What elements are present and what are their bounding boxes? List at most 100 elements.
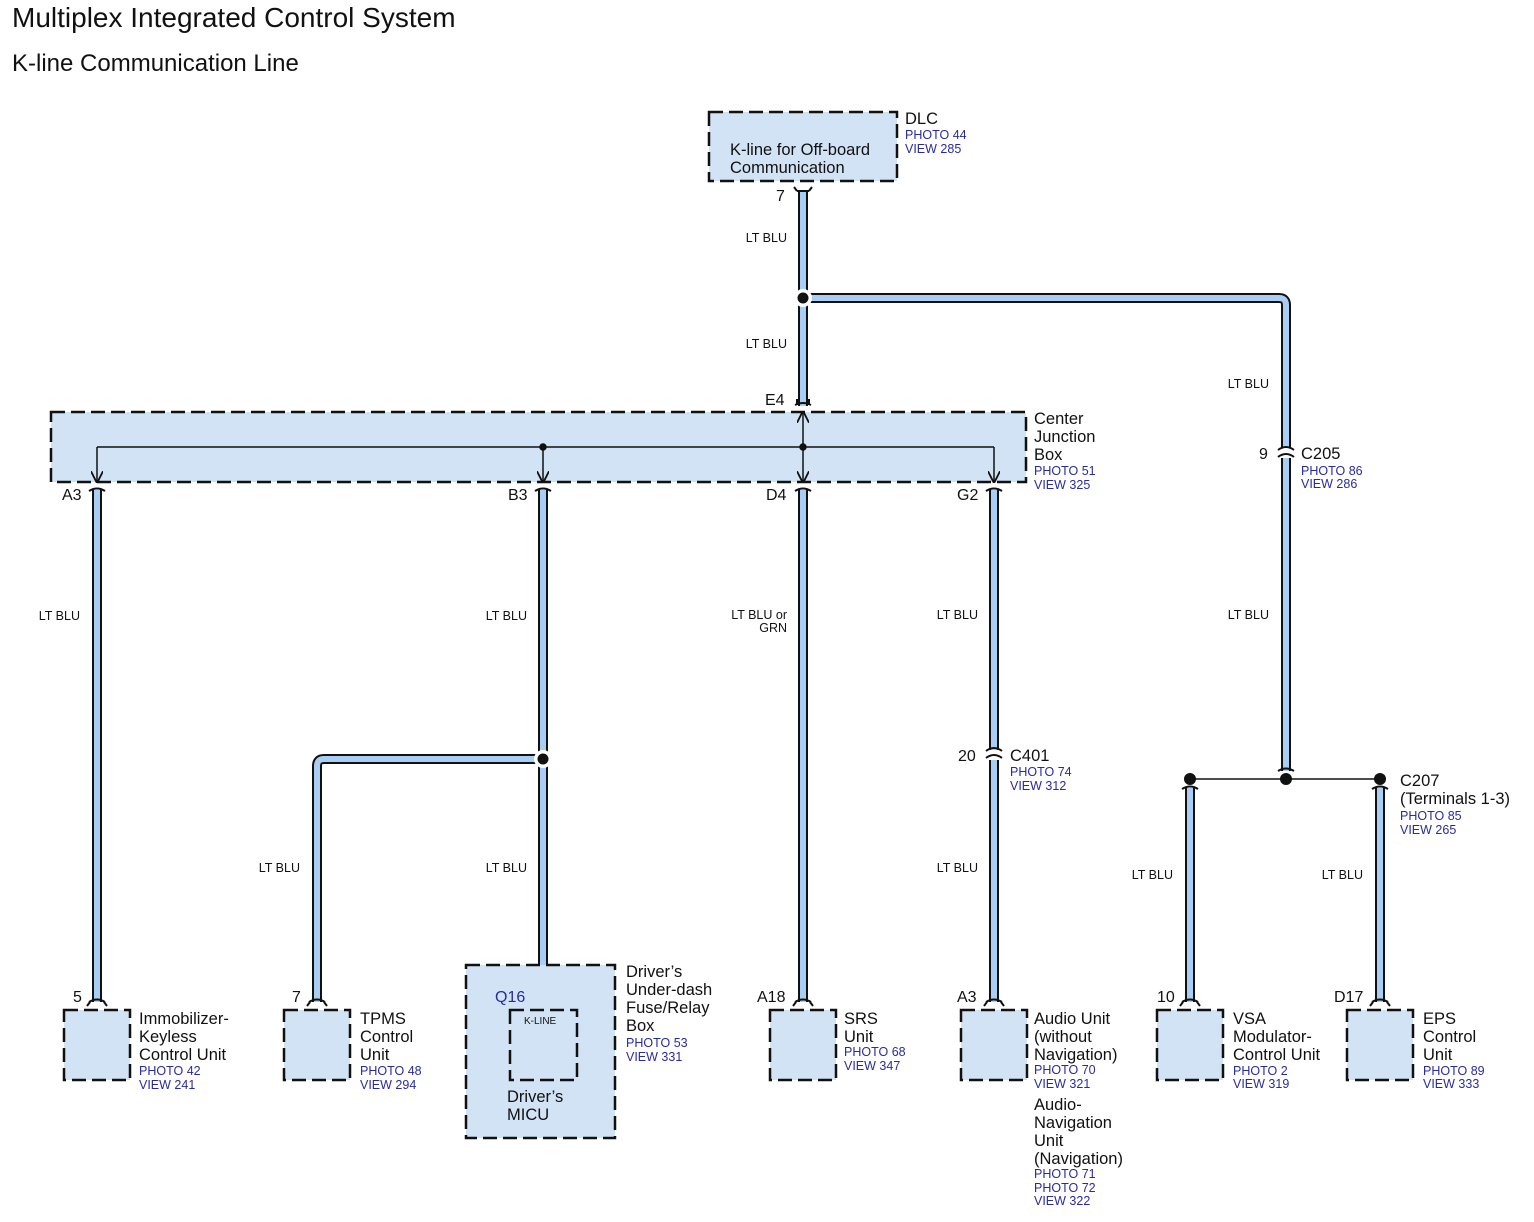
c205-photo-ref[interactable]: PHOTO 86	[1301, 464, 1363, 478]
pin-cap	[1277, 767, 1295, 772]
cjb-pin-a3: A3	[62, 487, 82, 504]
cjb-internal-bus	[97, 412, 994, 482]
audio-nav-name-1: Audio-	[1034, 1096, 1082, 1114]
dlc-box[interactable]	[707, 110, 899, 183]
immobilizer-view-ref[interactable]: VIEW 241	[139, 1078, 195, 1092]
c401-pin: 20	[958, 748, 976, 765]
audio-view-ref[interactable]: VIEW 321	[1034, 1077, 1090, 1091]
pin-cap	[983, 998, 1005, 1007]
wire-color-label: LT BLU	[259, 861, 300, 875]
splice-points	[534, 289, 1386, 785]
dlc-name: DLC	[905, 110, 938, 128]
wire-color-label: LT BLU	[746, 231, 787, 245]
vsa-pin: 10	[1157, 989, 1175, 1006]
audio-nav-name-4: (Navigation)	[1034, 1150, 1123, 1168]
eps-photo-ref[interactable]: PHOTO 89	[1423, 1064, 1485, 1078]
pin-cap	[88, 487, 106, 492]
c207-terminal-dot	[1280, 773, 1292, 785]
wire-color-label: GRN	[759, 621, 787, 635]
cjb-view-ref[interactable]: VIEW 325	[1034, 478, 1090, 492]
cjb-photo-ref[interactable]: PHOTO 51	[1034, 464, 1096, 478]
page-subtitle: K-line Communication Line	[12, 50, 299, 77]
wire-color-label: LT BLU	[486, 861, 527, 875]
wire-color-label: LT BLU or	[731, 608, 787, 622]
c401-name: C401	[1010, 747, 1049, 765]
tpms-name-2: Control	[360, 1028, 413, 1046]
pin-cap	[794, 487, 812, 492]
eps-box[interactable]	[1345, 1008, 1415, 1082]
audio-nav-view-ref[interactable]: VIEW 322	[1034, 1194, 1090, 1208]
component-boxes	[49, 110, 1415, 1140]
wire-color-label: LT BLU	[746, 337, 787, 351]
fuse-box-photo-ref[interactable]: PHOTO 53	[626, 1036, 688, 1050]
c207-view-ref[interactable]: VIEW 265	[1400, 823, 1456, 837]
srs-photo-ref[interactable]: PHOTO 68	[844, 1045, 906, 1059]
c401-view-ref[interactable]: VIEW 312	[1010, 779, 1066, 793]
vsa-photo-ref[interactable]: PHOTO 2	[1233, 1064, 1288, 1078]
srs-name-1: SRS	[844, 1010, 878, 1028]
dlc-photo-ref[interactable]: PHOTO 44	[905, 128, 967, 142]
dlc-pin: 7	[776, 188, 785, 205]
eps-view-ref[interactable]: VIEW 333	[1423, 1077, 1479, 1091]
pin-cap	[794, 399, 812, 406]
vsa-view-ref[interactable]: VIEW 319	[1233, 1077, 1289, 1091]
immobilizer-box[interactable]	[62, 1008, 132, 1082]
srs-view-ref[interactable]: VIEW 347	[844, 1059, 900, 1073]
immobilizer-name-2: Keyless	[139, 1028, 197, 1046]
pin-cap	[1181, 785, 1199, 790]
wire-color-label: LT BLU	[1132, 868, 1173, 882]
immobilizer-name-3: Control Unit	[139, 1046, 227, 1064]
audio-nav-photo-ref[interactable]: PHOTO 72	[1034, 1181, 1096, 1195]
eps-name-2: Control	[1423, 1028, 1476, 1046]
cjb-pin-b3: B3	[508, 487, 528, 504]
audio-photo-ref[interactable]: PHOTO 70	[1034, 1063, 1096, 1077]
dlc-inner-label-1: K-line for Off-board	[730, 141, 870, 159]
eps-name-3: Unit	[1423, 1046, 1453, 1064]
pin-cap	[1179, 998, 1201, 1007]
c205-view-ref[interactable]: VIEW 286	[1301, 477, 1357, 491]
wire-color-label: LT BLU	[937, 608, 978, 622]
vsa-box[interactable]	[1155, 1008, 1225, 1082]
vsa-name-2: Modulator-	[1233, 1028, 1312, 1046]
pin-cap	[985, 747, 1003, 759]
fuse-box-view-ref[interactable]: VIEW 331	[626, 1050, 682, 1064]
pin-cap	[792, 998, 814, 1007]
c207-photo-ref[interactable]: PHOTO 85	[1400, 809, 1462, 823]
audio-box[interactable]	[959, 1008, 1029, 1082]
wires	[92, 192, 1385, 1002]
audio-name-3: Navigation)	[1034, 1046, 1117, 1064]
pin-cap	[306, 998, 328, 1007]
pin-cap	[1371, 785, 1389, 790]
pin-cap	[1277, 446, 1295, 458]
cjb-pin-d4: D4	[766, 487, 787, 504]
audio-nav-name-2: Navigation	[1034, 1114, 1112, 1132]
immobilizer-name-1: Immobilizer-	[139, 1010, 229, 1028]
audio-nav-photo-ref[interactable]: PHOTO 71	[1034, 1167, 1096, 1181]
dlc-view-ref[interactable]: VIEW 285	[905, 142, 961, 156]
c207-terminals: (Terminals 1-3)	[1400, 790, 1510, 808]
wire-color-label: LT BLU	[486, 609, 527, 623]
wire-color-label: LT BLU	[1322, 868, 1363, 882]
micu-box[interactable]	[508, 1008, 579, 1082]
page-title: Multiplex Integrated Control System	[12, 2, 456, 33]
pin-cap	[1369, 998, 1391, 1007]
tpms-view-ref[interactable]: VIEW 294	[360, 1078, 416, 1092]
cjb-name-1: Center	[1034, 410, 1084, 428]
wire-color-label: LT BLU	[937, 861, 978, 875]
c205-name: C205	[1301, 445, 1340, 463]
tpms-photo-ref[interactable]: PHOTO 48	[360, 1064, 422, 1078]
audio-nav-name-3: Unit	[1034, 1132, 1064, 1150]
srs-box[interactable]	[768, 1008, 838, 1082]
audio-pin: A3	[957, 989, 977, 1006]
c401-photo-ref[interactable]: PHOTO 74	[1010, 765, 1072, 779]
cjb-name-3: Box	[1034, 446, 1063, 464]
micu-name-1: Driver’s	[507, 1088, 563, 1106]
fuse-box-name-3: Fuse/Relay	[626, 999, 710, 1017]
dlc-inner-label-2: Communication	[730, 159, 845, 177]
srs-name-2: Unit	[844, 1028, 874, 1046]
tpms-box[interactable]	[282, 1008, 352, 1082]
immobilizer-photo-ref[interactable]: PHOTO 42	[139, 1064, 201, 1078]
cjb-name-2: Junction	[1034, 428, 1095, 446]
pin-cap	[985, 487, 1003, 492]
